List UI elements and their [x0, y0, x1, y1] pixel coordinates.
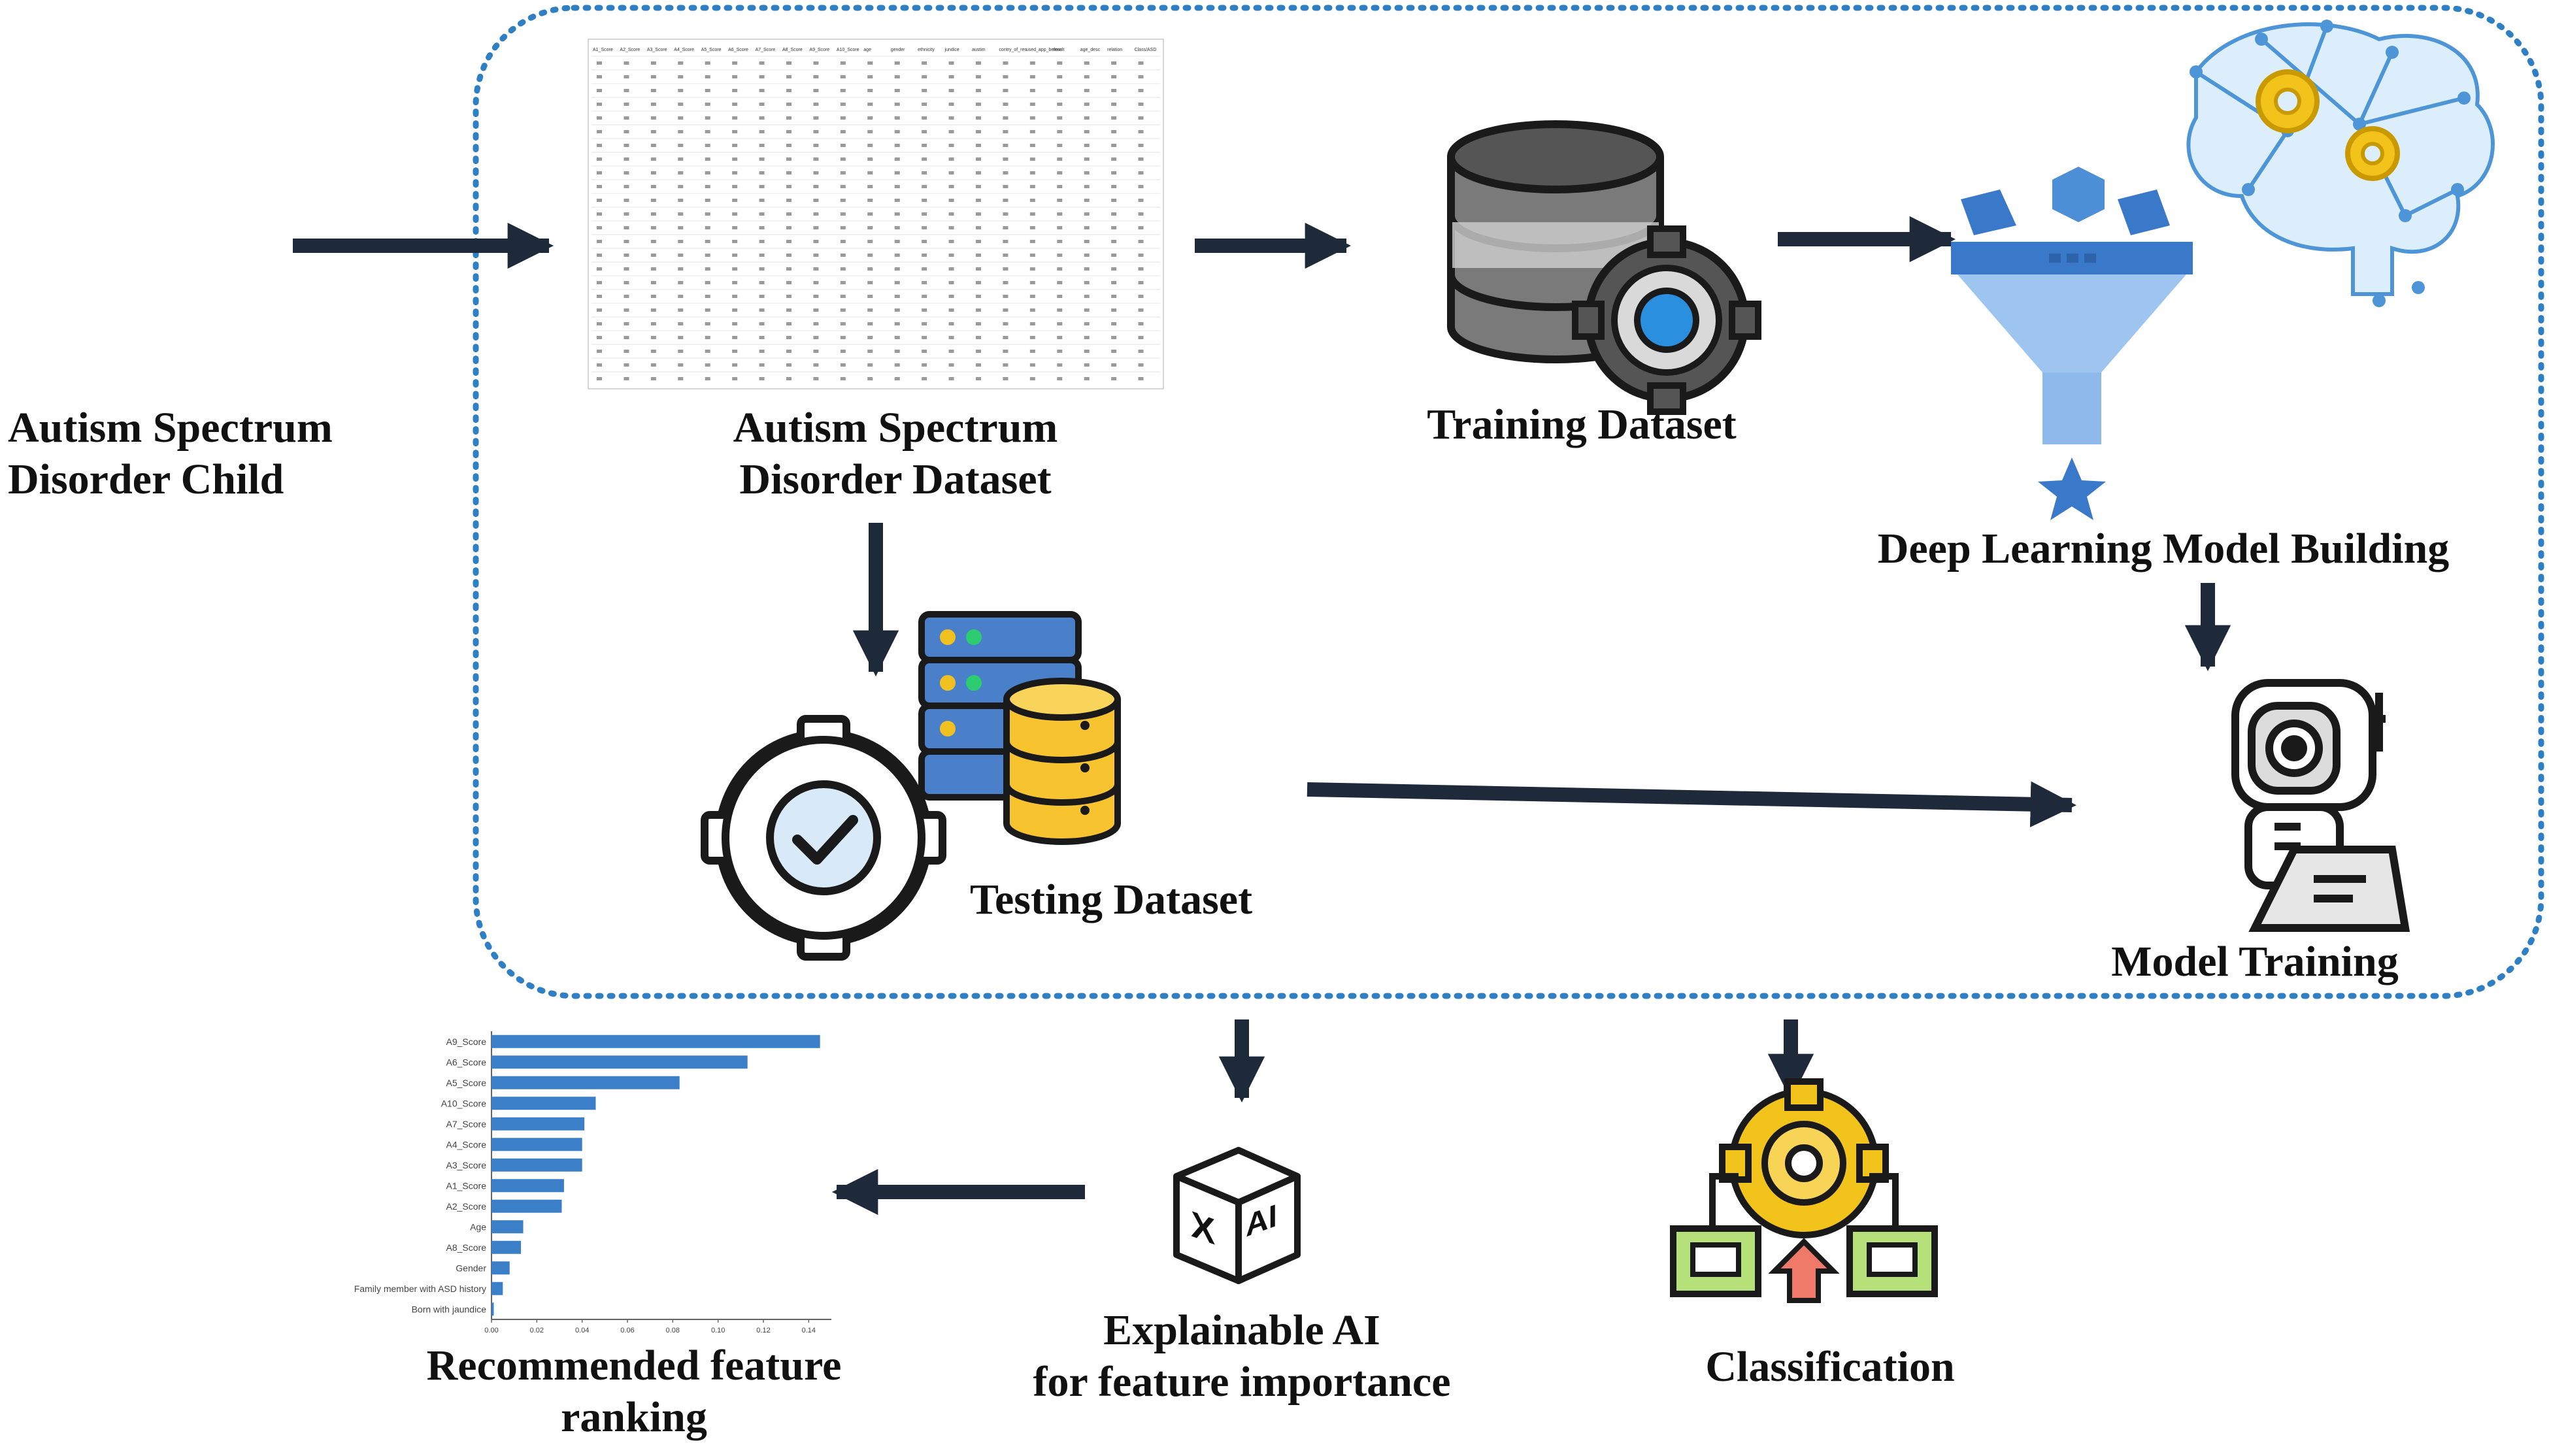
- robot-training-icon: [2231, 679, 2410, 932]
- process-frame: [473, 5, 2544, 999]
- sheet-header-cell: age_desc: [1080, 48, 1101, 52]
- testing-gear-server-icon: [701, 611, 1121, 961]
- chart-bar: [491, 1138, 582, 1151]
- sheet-header-cell: A6_Score: [728, 48, 748, 52]
- sheet-header-cell: used_app_before: [1026, 48, 1062, 52]
- arrow-testing-to-model-training: [1307, 781, 2077, 827]
- neural-brain-icon: [2186, 20, 2495, 307]
- label-training-dataset: Training Dataset: [1427, 401, 1737, 448]
- label-input-line1: Autism Spectrum: [8, 404, 333, 452]
- chart-bar: [491, 1034, 820, 1048]
- sheet-header-cell: A5_Score: [701, 48, 722, 52]
- sheet-header-cell: age: [863, 48, 871, 52]
- xai-cube-icon: [1173, 1147, 1301, 1284]
- chart-bar: [491, 1261, 510, 1275]
- label-model-training: Model Training: [2111, 938, 2399, 985]
- label-xai: Explainable AI for feature importance: [980, 1304, 1503, 1408]
- chart-x-tick-label: 0.10: [711, 1327, 725, 1334]
- chart-category-label: A4_Score: [446, 1139, 487, 1150]
- sheet-header-cell: Class/ASD: [1135, 48, 1157, 52]
- chart-category-label: Age: [470, 1221, 486, 1232]
- label-ranking-line1: Recommended feature: [426, 1342, 842, 1389]
- chart-bar: [491, 1240, 522, 1254]
- chart-x-tick-label: 0.14: [802, 1327, 816, 1334]
- chart-x-tick-label: 0.06: [620, 1327, 634, 1334]
- label-dataset-line1: Autism Spectrum: [733, 404, 1058, 452]
- sheet-header-cell: jundice: [944, 48, 959, 52]
- chart-x-tick-label: 0.08: [666, 1327, 680, 1334]
- chart-bar: [491, 1076, 680, 1089]
- sheet-header-cell: A8_Score: [782, 48, 803, 52]
- chart-category-label: A2_Score: [446, 1201, 487, 1212]
- classification-gear-icon: [1670, 1078, 1938, 1303]
- chart-category-label: A9_Score: [446, 1036, 487, 1047]
- chart-category-label: A10_Score: [441, 1098, 486, 1108]
- sheet-header-cell: A10_Score: [837, 48, 859, 52]
- label-deep-learning-building: Deep Learning Model Building: [1877, 525, 2450, 572]
- label-xai-line2: for feature importance: [1033, 1358, 1451, 1406]
- chart-x-tick-label: 0.12: [756, 1327, 770, 1334]
- chart-category-label: Gender: [456, 1263, 486, 1273]
- label-ranking: Recommended feature ranking: [373, 1340, 895, 1443]
- chart-category-label: A5_Score: [446, 1078, 487, 1088]
- label-classification: Classification: [1705, 1343, 1955, 1391]
- chart-category-label: A7_Score: [446, 1119, 487, 1129]
- label-testing-dataset: Testing Dataset: [970, 876, 1253, 923]
- chart-bar: [491, 1097, 596, 1110]
- chart-bar: [491, 1302, 494, 1316]
- sheet-header-cell: A1_Score: [593, 48, 613, 52]
- chart-bar: [491, 1055, 748, 1069]
- sheet-header-cell: A4_Score: [674, 48, 694, 52]
- chart-x-tick-label: 0.02: [530, 1327, 544, 1334]
- sheet-header-cell: contry_of_res: [999, 48, 1027, 52]
- chart-bar: [491, 1158, 582, 1172]
- sheet-header-cell: relation: [1107, 48, 1122, 52]
- chart-bar: [491, 1282, 503, 1295]
- sheet-header-cell: result: [1053, 48, 1064, 52]
- sheet-header-cell: gender: [891, 48, 905, 52]
- chart-bar: [491, 1199, 562, 1213]
- chart-x-tick-label: 0.04: [575, 1327, 589, 1334]
- chart-x-tick-label: 0.00: [484, 1327, 498, 1334]
- chart-bar: [491, 1179, 564, 1193]
- sheet-header-cell: A7_Score: [756, 48, 776, 52]
- chart-category-label: A1_Score: [446, 1180, 487, 1191]
- chart-bar: [491, 1117, 585, 1131]
- feature-ranking-chart: A9_ScoreA6_ScoreA5_ScoreA10_ScoreA7_Scor…: [354, 1031, 831, 1334]
- xai-cube-x-label: X: [1191, 1202, 1216, 1253]
- label-input-line2: Disorder Child: [8, 455, 284, 504]
- dataset-spreadsheet: A1_Score A2_Score A3_Score A4_Score A5_Score…: [588, 39, 1164, 389]
- sheet-header-cell: A2_Score: [620, 48, 640, 52]
- funnel-icon: [1951, 167, 2193, 520]
- chart-category-label: A3_Score: [446, 1160, 487, 1170]
- label-xai-line1: Explainable AI: [1103, 1306, 1380, 1354]
- sheet-header-cell: austim: [972, 48, 986, 52]
- label-input: Autism Spectrum Disorder Child: [8, 402, 333, 505]
- label-ranking-line2: ranking: [561, 1393, 707, 1442]
- chart-category-label: A6_Score: [446, 1057, 487, 1067]
- sheet-header-cell: ethnicity: [918, 48, 935, 52]
- chart-category-label: Family member with ASD history: [354, 1283, 486, 1294]
- chart-category-label: Born with jaundice: [412, 1304, 487, 1314]
- sheet-header-cell: A3_Score: [647, 48, 667, 52]
- sheet-header-cell: A9_Score: [809, 48, 829, 52]
- label-dataset: Autism Spectrum Disorder Dataset: [667, 402, 1124, 505]
- label-dataset-line2: Disorder Dataset: [739, 455, 1052, 504]
- chart-bar: [491, 1220, 524, 1234]
- database-gear-icon: [1447, 120, 1761, 415]
- chart-category-label: A8_Score: [446, 1242, 487, 1253]
